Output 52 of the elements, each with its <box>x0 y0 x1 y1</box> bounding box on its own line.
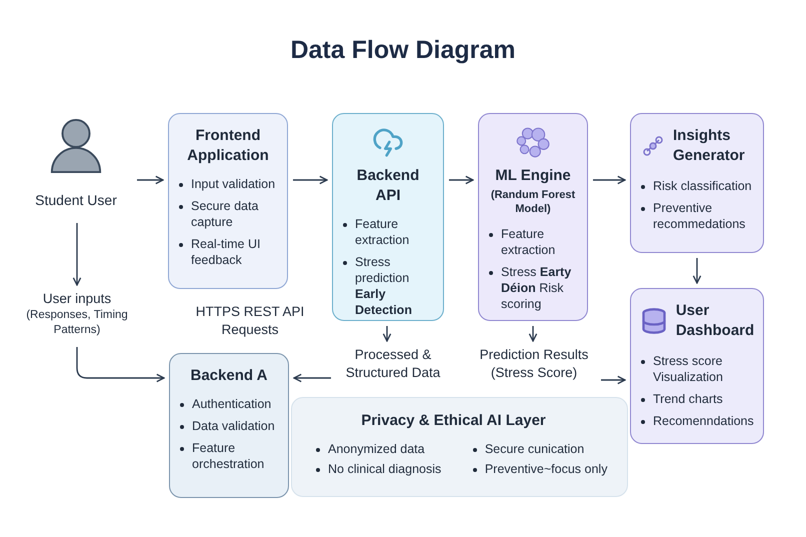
box-heading: User Dashboard <box>676 301 754 341</box>
bullet-item: Recomenndations <box>641 413 753 429</box>
arrow <box>601 376 626 384</box>
arrow <box>593 176 626 184</box>
bullet-item: Data validation <box>180 418 278 434</box>
box-heading: Backend A <box>190 366 268 386</box>
flow-label: Prediction Results (Stress Score) <box>478 346 590 382</box>
bullet-item: Preventive recommedations <box>641 200 753 232</box>
arrow <box>293 176 328 184</box>
diagram-title: Data Flow Diagram <box>289 35 517 66</box>
arrow <box>449 176 474 184</box>
bullet-item: Real-time UI feedback <box>179 236 277 268</box>
bullet-item: No clinical diagnosis <box>316 460 449 476</box>
arrow <box>72 223 82 286</box>
box-subtitle: (Randum Forest Model) <box>490 188 576 216</box>
process-box <box>478 113 588 321</box>
arrow <box>382 326 392 342</box>
bullet-item: Preventive~focus only <box>472 460 615 476</box>
bullet-item: Feature extraction <box>343 216 433 248</box>
bullet-item: Risk classification <box>641 178 753 194</box>
bullet-item: Stress Earty Déion Risk scoring <box>489 264 577 312</box>
bullet-item: Authentication <box>180 396 278 412</box>
layer-panel <box>291 397 628 497</box>
box-heading: Frontend Application <box>186 126 270 166</box>
box-heading: Backend API <box>356 166 420 206</box>
box-heading: ML Engine <box>494 166 572 186</box>
panel-heading: Privacy & Ethical AI Layer <box>360 411 547 431</box>
process-box <box>630 288 764 444</box>
flow-label: (Responses, Timing Patterns) <box>25 308 129 338</box>
bullet-item: Anonymized data <box>316 440 449 456</box>
flow-label: Processed & Structured Data <box>344 346 442 382</box>
process-box <box>332 113 444 321</box>
process-box <box>630 113 764 253</box>
arrow <box>528 326 538 342</box>
arrow <box>76 347 165 382</box>
bullet-item: Secure cunication <box>472 440 615 456</box>
arrow <box>137 176 164 184</box>
arrow <box>293 374 331 382</box>
flow-label: User inputs <box>42 290 112 308</box>
process-box <box>168 113 288 289</box>
bullet-item: Feature orchestration <box>180 440 278 472</box>
arrow <box>692 258 702 284</box>
bullet-item: Stress score Visualization <box>641 353 753 385</box>
node-label: Student User <box>34 191 118 210</box>
box-heading: Insights Generator <box>673 126 746 166</box>
bullet-item: Input validation <box>179 176 277 192</box>
bullet-item: Stress prediction Early Detection <box>343 254 433 318</box>
bullet-item: Secure data capture <box>179 198 277 230</box>
process-box <box>169 353 289 498</box>
protocol-label: HTTPS REST API Requests <box>194 303 306 339</box>
bullet-item: Feature extraction <box>489 226 577 258</box>
bullet-item: Trend charts <box>641 391 753 407</box>
